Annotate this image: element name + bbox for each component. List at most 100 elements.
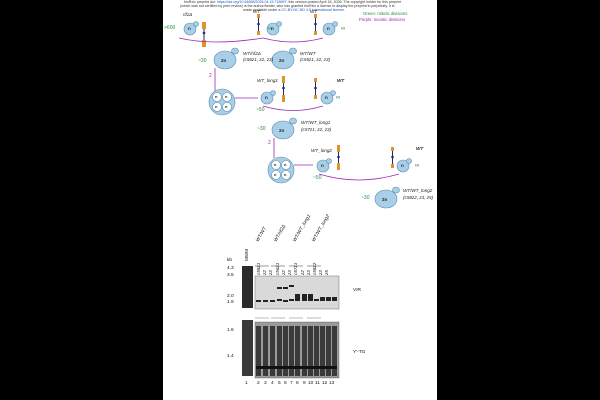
- lane-sub: z3: [268, 270, 273, 275]
- label-rif2-top: rif2Δ: [183, 12, 193, 17]
- kb-marker: 1.6: [227, 328, 234, 333]
- lane-number: 6: [284, 381, 287, 386]
- count-30-a: ~30: [198, 58, 207, 64]
- probe-ytg: Y'-TG: [353, 350, 366, 355]
- label-long1: WT_long1: [257, 78, 278, 83]
- lane-number: 12: [322, 381, 328, 386]
- diploid-long1-sub: (c57z1, z2, z3): [301, 127, 332, 132]
- lane-number: 1: [245, 381, 248, 386]
- cell-2n-label: 2n: [221, 58, 227, 63]
- label-wt-top-mid: WT: [253, 9, 261, 14]
- cell-n-label: n: [401, 163, 404, 168]
- lane-sub: c58z2: [312, 262, 317, 275]
- kb-label: kb: [227, 258, 233, 263]
- diploid-long2-name: WT/WT_long2: [403, 188, 433, 193]
- chromosome-wt-row3: [391, 147, 394, 168]
- infinity-3: ∞: [336, 95, 341, 101]
- preprint-page: bioRxiv preprint doi: https://doi.org/10…: [163, 0, 437, 400]
- chromosome-wt-top-right: [314, 14, 317, 35]
- spore-label: n: [274, 162, 277, 167]
- lane-sub: c56z1: [275, 262, 280, 275]
- lane-number: 2: [257, 381, 260, 386]
- chromosome-wt-top-mid: [257, 14, 260, 35]
- spore-label: n: [274, 172, 277, 177]
- vir-blot: [254, 275, 340, 310]
- spore-label: n: [225, 104, 228, 109]
- probe-vir: VIR: [353, 288, 361, 293]
- chromosome-long2: [337, 145, 340, 170]
- lane-sub: c55z1: [256, 262, 261, 275]
- cell-n-label: n: [188, 26, 191, 31]
- lane-number: 9: [303, 381, 306, 386]
- lane-sub: z5: [324, 270, 329, 275]
- cell-2n-label: 2n: [382, 197, 388, 202]
- infinity-2: ∞: [341, 26, 346, 32]
- infinity-1: ∞: [268, 26, 273, 32]
- lane-number: 10: [308, 381, 314, 386]
- cell-n-label: n: [325, 95, 328, 100]
- header-line-2: (which was not certified by peer review)…: [180, 4, 395, 8]
- spore-label: n: [215, 94, 218, 99]
- header-line-3: made available under a CC-BY-NC-ND 4.0 I…: [243, 8, 345, 12]
- legend-green: Green: mitotic divisions: [363, 11, 408, 16]
- diploid-long1-name: WT/WT_long1: [301, 120, 331, 125]
- lane-sub: z2: [262, 270, 267, 275]
- chromosome-wt-row2: [314, 78, 317, 99]
- kb-marker: 1.9: [227, 300, 234, 305]
- spore-label: n: [284, 162, 287, 167]
- diploid-wt-sub: (c55z1, z2, z3): [300, 57, 331, 62]
- diploid-long2-sub: (c58z2, z3, z5): [403, 195, 434, 200]
- count-2-a: 2: [209, 73, 212, 79]
- label-wt-row3: WT: [416, 146, 424, 151]
- cell-n-label: n: [321, 163, 324, 168]
- kb-marker: 2.0: [227, 294, 234, 299]
- chromosome-rif2-top: [202, 22, 206, 47]
- lane-number: 11: [315, 381, 320, 386]
- cell-n-label: n: [327, 26, 330, 31]
- lane-number: 8: [296, 381, 299, 386]
- chromosome-long1: [282, 76, 285, 102]
- kb-marker: 3.5: [227, 273, 234, 278]
- lane-number: 3: [264, 381, 267, 386]
- count-50-a: ~50: [256, 107, 265, 113]
- cell-2n-label: 2n: [279, 58, 285, 63]
- count-2-b: 2: [268, 140, 271, 146]
- lane-sub: z2: [300, 270, 305, 275]
- spore-label: n: [215, 104, 218, 109]
- header-line-1: bioRxiv preprint doi: https://doi.org/10…: [184, 0, 402, 4]
- lineage-diagram: [178, 14, 412, 379]
- count-600: >600: [164, 25, 176, 31]
- spore-label: n: [284, 172, 287, 177]
- label-long2: WT_long2: [311, 148, 332, 153]
- infinity-4: ∞: [415, 163, 420, 169]
- count-30-c: ~30: [361, 195, 370, 201]
- label-wt-top-right: WT: [310, 9, 318, 14]
- count-30-b: ~30: [257, 126, 266, 132]
- spore-label: n: [225, 94, 228, 99]
- diploid-rif2-sub: (c56z1, z2, z3): [243, 57, 274, 62]
- lane-number: 5: [278, 381, 281, 386]
- kb-marker: 4.3: [227, 266, 234, 271]
- cell-2n-label: 2n: [279, 128, 285, 133]
- legend-purple: Purple: meiotic divisions: [359, 17, 406, 22]
- mwm-lane-top: [242, 266, 253, 308]
- lane-number: 7: [290, 381, 293, 386]
- diploid-rif2-name: WT/rif2Δ: [243, 51, 261, 56]
- kb-marker: 1.4: [227, 354, 234, 359]
- mwm-label: MWM: [244, 249, 249, 261]
- lane-sub: z3: [318, 270, 323, 275]
- count-50-b: ~50: [313, 175, 322, 181]
- cell-n-label: n: [265, 95, 268, 100]
- label-wt-row2: WT: [337, 78, 345, 83]
- lane-sub: z3: [306, 270, 311, 275]
- license-link[interactable]: CC-BY-NC-ND 4.0 International license: [281, 8, 344, 12]
- lane-number: 4: [271, 381, 274, 386]
- cell-n-label: n: [271, 26, 274, 31]
- diploid-wt-name: WT/WT: [300, 51, 316, 56]
- lane-number: 13: [329, 381, 335, 386]
- lane-sub: c57z1: [293, 262, 298, 275]
- lane-sub: z3: [287, 270, 292, 275]
- lane-sub: z2: [281, 270, 286, 275]
- mwm-lane-bottom: [242, 320, 253, 376]
- doi-link[interactable]: https://doi.org/10.64898/2026.04.15.7186…: [216, 0, 287, 4]
